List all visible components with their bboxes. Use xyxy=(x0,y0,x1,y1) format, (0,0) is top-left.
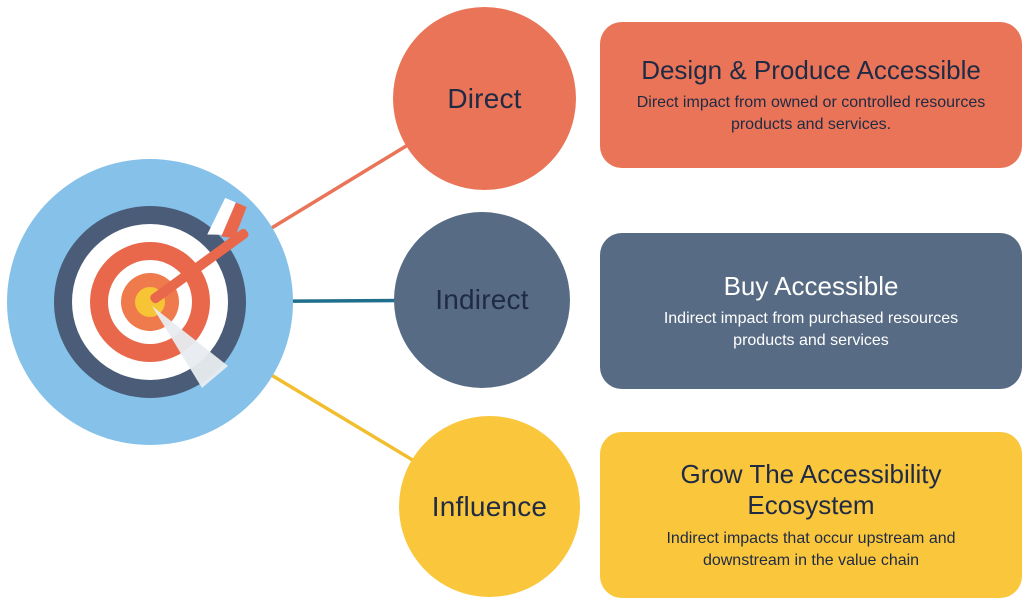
target-bullseye-icon xyxy=(7,159,293,445)
dart-fletching-red xyxy=(221,202,247,239)
card-indirect: Buy Accessible Indirect impact from purc… xyxy=(600,233,1022,389)
card-description-influence: Indirect impacts that occur upstream and… xyxy=(666,530,956,569)
node-circle-influence: Influence xyxy=(399,416,580,597)
card-description-direct: Direct impact from owned or controlled r… xyxy=(636,94,986,133)
dart-shaft xyxy=(150,229,249,304)
card-title-influence: Grow The Accessibility Ecosystem xyxy=(680,458,942,521)
node-circle-direct: Direct xyxy=(393,7,576,190)
node-label-influence: Influence xyxy=(431,490,548,522)
card-description-indirect: Indirect impact from purchased resources… xyxy=(663,310,959,349)
dart-fletching-white xyxy=(207,197,236,235)
node-label-indirect: Indirect xyxy=(435,284,529,315)
dart-shadow xyxy=(152,306,228,388)
node-label-direct: Direct xyxy=(447,82,522,114)
card-influence: Grow The Accessibility Ecosystem Indirec… xyxy=(600,432,1022,598)
card-title-indirect: Buy Accessible xyxy=(723,270,899,301)
card-title-direct: Design & Produce Accessible xyxy=(641,54,981,85)
dart-arrow-icon xyxy=(150,197,249,304)
card-direct: Design & Produce Accessible Direct impac… xyxy=(600,22,1022,168)
node-circle-indirect: Indirect xyxy=(394,212,570,388)
